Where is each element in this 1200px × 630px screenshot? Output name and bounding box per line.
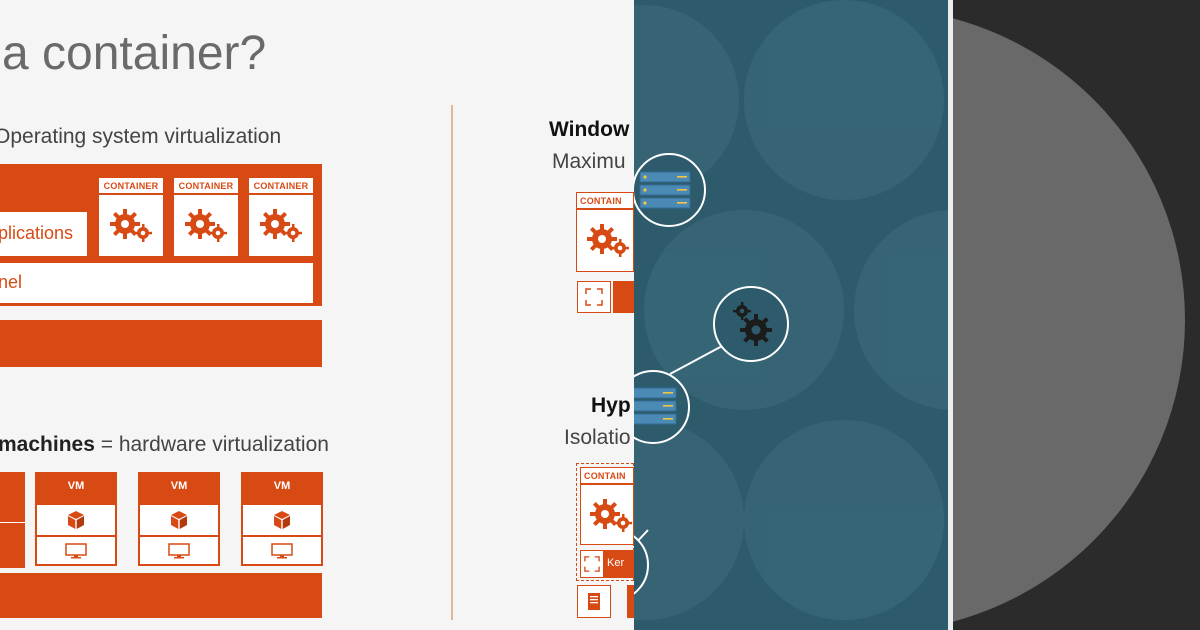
gears-icon (260, 209, 302, 242)
container-box-2: CONTAINER (174, 178, 238, 256)
panel-gap (948, 0, 953, 630)
hyperv-kernel-label: Ker (607, 557, 625, 569)
applications-label: plications (0, 223, 74, 243)
hyperv-base-icon-box (577, 585, 611, 618)
vm-os-area (140, 537, 218, 564)
vm-box-1: VM (35, 472, 117, 566)
hw-virtualization-bold: machines (0, 433, 95, 456)
vm-os-area (37, 537, 115, 564)
hyperv-container-box: CONTAIN (580, 467, 634, 545)
hw-virtualization-heading: machines = hardware virtualization (0, 433, 329, 457)
server-node-bottom (634, 535, 649, 595)
server-node-top (634, 153, 706, 227)
kernel-icon-box (577, 281, 611, 313)
gear-node-center (713, 286, 789, 362)
hyperv-base-bar (627, 585, 634, 618)
section-divider (451, 105, 453, 620)
container-box-3: CONTAINER (249, 178, 313, 256)
gears-icon (185, 209, 227, 242)
vm-label: VM (273, 480, 291, 492)
hyperv-kernel-icon-box (580, 550, 604, 578)
hardware-block (0, 320, 322, 367)
container-label: CONTAINER (253, 181, 309, 191)
slide-title: a container? (2, 27, 267, 80)
kernel-label: nel (0, 272, 23, 292)
applications-box: plications (0, 212, 87, 256)
kernel-bar (613, 281, 634, 313)
container-label: CONTAINER (103, 181, 159, 191)
hyperv-sub: Isolatio (564, 426, 631, 449)
monitor-icon (168, 543, 190, 559)
monitor-icon (271, 543, 293, 559)
container-label: CONTAIN (580, 196, 622, 206)
hyperv-heading: Hyp (591, 394, 631, 417)
vm-box-3: VM (241, 472, 323, 566)
teal-illustration (634, 0, 948, 620)
vm-app-area (37, 505, 115, 535)
container-label: CONTAINER (178, 181, 234, 191)
windows-containers-heading: Window (549, 118, 630, 141)
server-rack-icon (634, 387, 677, 425)
hypervisor-block (0, 573, 322, 618)
server-rack-icon (639, 171, 691, 209)
gears-icon (110, 209, 152, 242)
dark-panel (953, 0, 1200, 630)
vm-os-area (243, 537, 321, 564)
windows-container-box: CONTAIN (576, 192, 634, 272)
grey-circle-shape (953, 18, 1185, 622)
kernel-box: nel (0, 263, 313, 303)
monitor-icon (65, 543, 87, 559)
os-virtualization-heading: Operating system virtualization (0, 125, 282, 148)
document-icon (588, 593, 600, 610)
vm-label: VM (67, 480, 85, 492)
gears-icon (590, 499, 632, 532)
cube-icon (68, 511, 84, 529)
connector-line (669, 344, 725, 375)
hyperv-kernel-bar: Ker (604, 550, 634, 578)
vm-box-2: VM (138, 472, 220, 566)
slide-panel: a container? Operating system virtualiza… (0, 27, 634, 620)
windows-containers-sub: Maximu (552, 150, 626, 173)
hypervisor-side-block (0, 472, 25, 568)
teal-illustration-panel (634, 0, 948, 630)
focus-frame-icon (585, 288, 603, 306)
focus-frame-icon (584, 556, 600, 572)
container-label: CONTAIN (584, 471, 626, 481)
container-box-1: CONTAINER (99, 178, 163, 256)
vm-app-area (243, 505, 321, 535)
hw-virtualization-rest: = hardware virtualization (94, 433, 329, 456)
gears-icon (733, 302, 772, 346)
server-node-middle (634, 370, 690, 444)
cube-icon (171, 511, 187, 529)
gears-icon (587, 224, 629, 257)
vm-label: VM (170, 480, 188, 492)
vm-app-area (140, 505, 218, 535)
cube-icon (274, 511, 290, 529)
